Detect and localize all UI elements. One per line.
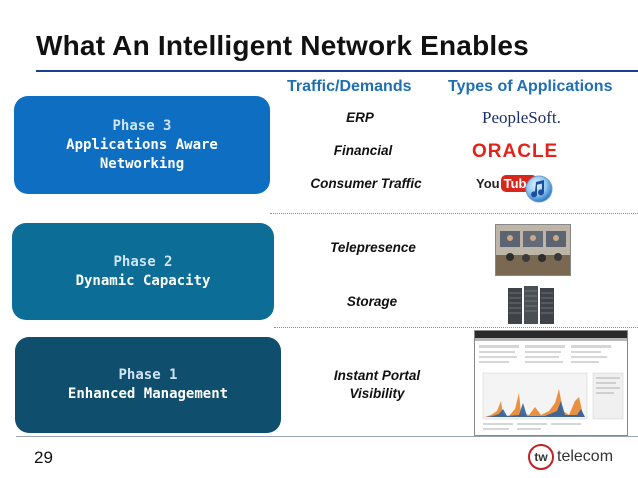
traffic-erp: ERP xyxy=(346,110,374,125)
phase-1-number: Phase 1 xyxy=(118,367,178,383)
phase-3-number: Phase 3 xyxy=(112,117,172,134)
slide-number: 29 xyxy=(34,448,53,467)
tw-circle-mark: tw xyxy=(528,444,554,470)
phase-1-line1: Enhanced Management xyxy=(67,386,229,402)
traffic-demands-header: Traffic/Demands xyxy=(287,78,412,95)
phase-1-box: Phase 1 Enhanced Management xyxy=(15,337,281,433)
types-of-applications-header: Types of Applications xyxy=(448,78,613,95)
title-underline xyxy=(36,70,638,72)
traffic-instant-portal-line2: Visibility xyxy=(349,386,405,401)
separator-phase3 xyxy=(270,213,638,214)
peoplesoft-logo: PeopleSoft. xyxy=(482,108,561,127)
phase-2-line1: Dynamic Capacity xyxy=(75,272,211,289)
separator-phase2 xyxy=(274,327,638,328)
storage-servers-image xyxy=(508,286,554,324)
phase-3-line1: Applications Aware xyxy=(66,136,218,153)
traffic-telepresence: Telepresence xyxy=(330,240,416,255)
phase-2-box: Phase 2 Dynamic Capacity xyxy=(12,223,274,320)
traffic-instant-portal: Instant Portal Visibility xyxy=(322,367,432,403)
portal-screenshot-image xyxy=(474,330,628,436)
oracle-logo: ORACLE xyxy=(472,141,559,162)
telecom-text: telecom xyxy=(557,448,614,465)
phase-2-number: Phase 2 xyxy=(113,253,173,270)
traffic-financial: Financial xyxy=(333,143,393,158)
traffic-consumer: Consumer Traffic xyxy=(310,176,422,191)
traffic-instant-portal-line1: Instant Portal xyxy=(333,368,421,383)
telepresence-photo xyxy=(495,224,571,276)
footer-rule xyxy=(16,436,638,437)
tw-telecom-logo: tw telecom xyxy=(528,444,613,470)
itunes-icon xyxy=(525,175,553,203)
phase-3-line2: Networking xyxy=(99,155,185,172)
youtube-you-text: You xyxy=(476,176,500,191)
slide-title: What An Intelligent Network Enables xyxy=(36,30,529,61)
phase-3-box: Phase 3 Applications Aware Networking xyxy=(14,96,270,194)
traffic-storage: Storage xyxy=(346,294,398,309)
